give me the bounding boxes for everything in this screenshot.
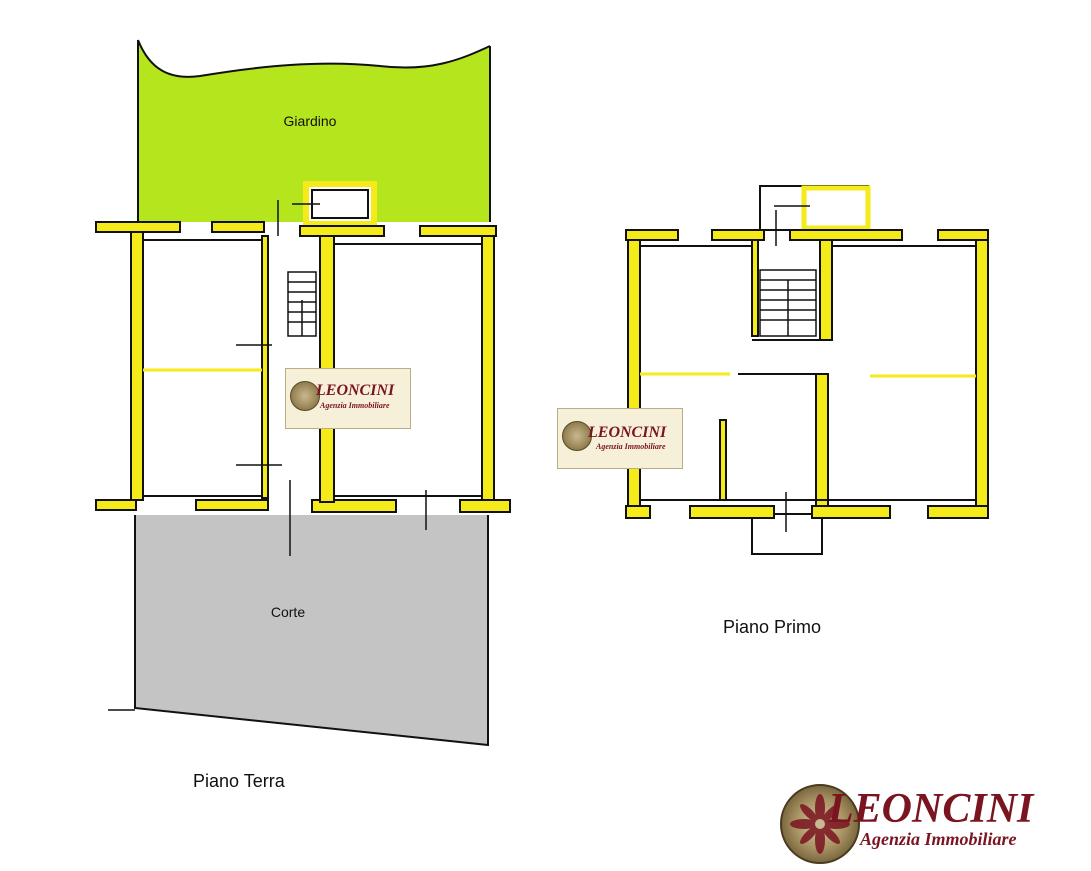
garden-area [138,40,490,222]
stairs-ground [287,271,317,337]
watermark-logo-first: LEONCINI Agenzia Immobiliare [557,408,683,469]
rosette-icon [562,421,592,451]
brand-subtitle: Agenzia Immobiliare [860,829,1017,849]
logo-name: LEONCINI [316,382,395,399]
rosette-icon [290,381,320,411]
label-piano-primo: Piano Primo [723,617,821,637]
brand-logo: LEONCINI Agenzia Immobiliare [780,784,1040,864]
label-corte: Corte [271,604,305,620]
balcony-first-lower [751,513,823,555]
logo-name: LEONCINI [588,424,667,441]
label-giardino: Giardino [284,113,337,129]
rosette-icon [780,784,860,864]
logo-subtitle: Agenzia Immobiliare [596,442,666,451]
walls-first-floor [625,229,989,519]
stairs-first [759,269,817,337]
label-piano-terra: Piano Terra [193,771,286,791]
logo-subtitle: Agenzia Immobiliare [320,401,390,410]
court-area [135,515,488,745]
watermark-logo-ground: LEONCINI Agenzia Immobiliare [285,368,411,429]
brand-name: LEONCINI [828,786,1034,832]
walls-ground-floor [95,221,511,513]
